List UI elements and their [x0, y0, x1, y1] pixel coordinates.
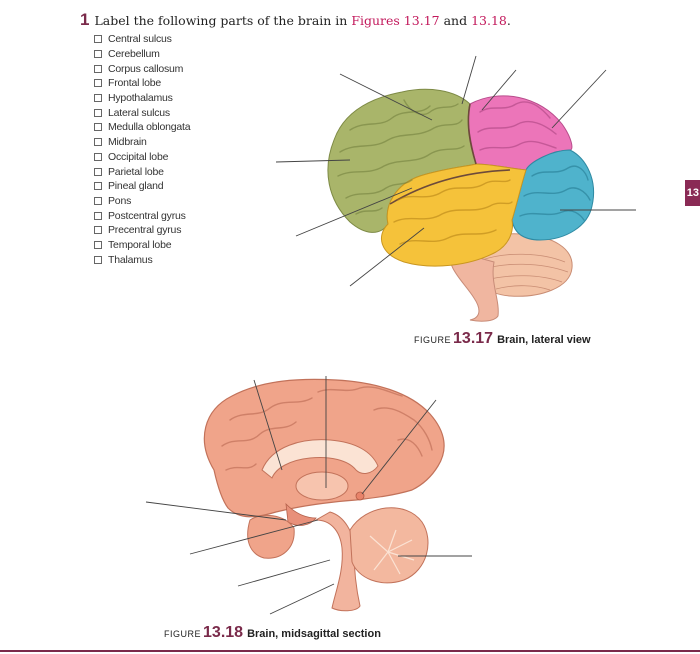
checkbox[interactable]: [94, 152, 102, 161]
term-item[interactable]: Occipital lobe: [94, 150, 190, 165]
checkbox[interactable]: [94, 123, 102, 132]
cerebrum-gyri: [221, 386, 433, 471]
term-item[interactable]: Frontal lobe: [94, 76, 190, 91]
lateral-leader-lines: [275, 55, 636, 287]
term-item[interactable]: Parietal lobe: [94, 164, 190, 179]
figure-word: FIGURE: [414, 335, 452, 345]
term-label: Temporal lobe: [108, 238, 172, 251]
checkbox[interactable]: [94, 211, 102, 220]
term-checklist: Central sulcus Cerebellum Corpus callosu…: [94, 32, 191, 267]
term-item[interactable]: Lateral sulcus: [94, 105, 190, 120]
brain-lateral-illustration: [275, 55, 636, 322]
term-label: Precentral gyrus: [108, 224, 182, 237]
question-text: Label the following parts of the brain i…: [94, 13, 352, 28]
term-label: Lateral sulcus: [108, 106, 170, 119]
term-item[interactable]: Corpus callosum: [94, 61, 190, 76]
term-label: Cerebellum: [108, 48, 160, 61]
term-label: Frontal lobe: [108, 77, 162, 90]
question-header: 1 Label the following parts of the brain …: [80, 10, 511, 30]
term-item[interactable]: Hypothalamus: [94, 91, 190, 106]
term-label: Pons: [108, 194, 132, 207]
term-label: Thalamus: [108, 253, 153, 266]
term-item[interactable]: Central sulcus: [94, 32, 190, 47]
checkbox[interactable]: [94, 196, 102, 205]
figure-number: 13.18: [203, 624, 244, 641]
term-label: Medulla oblongata: [108, 121, 191, 134]
term-item[interactable]: Medulla oblongata: [94, 120, 191, 135]
term-item[interactable]: Postcentral gyrus: [94, 208, 190, 223]
cerebellum-section: [349, 507, 429, 584]
figure-ref-2[interactable]: 13.18: [471, 13, 507, 28]
checkbox[interactable]: [94, 182, 102, 191]
checkbox[interactable]: [94, 240, 102, 249]
temporal-gyri: [393, 179, 513, 245]
frontal-gyri: [337, 99, 465, 215]
figure-word: FIGURE: [164, 629, 202, 639]
checkbox[interactable]: [94, 255, 102, 264]
midsagittal-leader-lines: [145, 376, 472, 615]
term-item[interactable]: Temporal lobe: [94, 238, 190, 253]
brainstem-region: [448, 249, 499, 322]
term-label: Central sulcus: [108, 33, 172, 46]
question-number: 1: [80, 10, 90, 29]
term-label: Corpus callosum: [108, 62, 184, 75]
term-label: Hypothalamus: [108, 92, 173, 105]
checkbox[interactable]: [94, 138, 102, 147]
term-item[interactable]: Midbrain: [94, 135, 190, 150]
checkbox[interactable]: [94, 64, 102, 73]
question-end: .: [506, 13, 511, 28]
checkbox[interactable]: [94, 79, 102, 88]
parietal-gyri: [477, 101, 557, 151]
occipital-gyri: [519, 165, 591, 221]
term-label: Postcentral gyrus: [108, 209, 186, 222]
term-label: Midbrain: [108, 136, 147, 149]
checkbox[interactable]: [94, 94, 102, 103]
checkbox[interactable]: [94, 167, 102, 176]
term-label: Pineal gland: [108, 180, 164, 193]
central-sulcus-line: [467, 103, 477, 165]
figure-title: Brain, midsagittal section: [247, 628, 381, 640]
term-item[interactable]: Pons: [94, 194, 190, 209]
temporal-section-region: [247, 514, 295, 559]
question-and: and: [439, 13, 472, 28]
term-item[interactable]: Pineal gland: [94, 179, 190, 194]
checkbox[interactable]: [94, 35, 102, 44]
checkbox[interactable]: [94, 108, 102, 117]
checkbox[interactable]: [94, 50, 102, 59]
corpus-callosum-region: [261, 439, 379, 479]
thalamus-region: [295, 471, 349, 501]
figure-title: Brain, lateral view: [497, 334, 591, 346]
checkbox[interactable]: [94, 226, 102, 235]
term-label: Parietal lobe: [108, 165, 164, 178]
term-item[interactable]: Cerebellum: [94, 47, 190, 62]
chapter-side-tab: 13: [685, 180, 700, 206]
term-label: Occipital lobe: [108, 150, 169, 163]
term-item[interactable]: Precentral gyrus: [94, 223, 190, 238]
figure-ref-1[interactable]: Figures 13.17: [351, 13, 440, 28]
term-item[interactable]: Thalamus: [94, 252, 190, 267]
hypothalamus-region: [285, 502, 317, 526]
figure-number: 13.17: [453, 330, 494, 347]
footer-rule: [0, 650, 700, 652]
